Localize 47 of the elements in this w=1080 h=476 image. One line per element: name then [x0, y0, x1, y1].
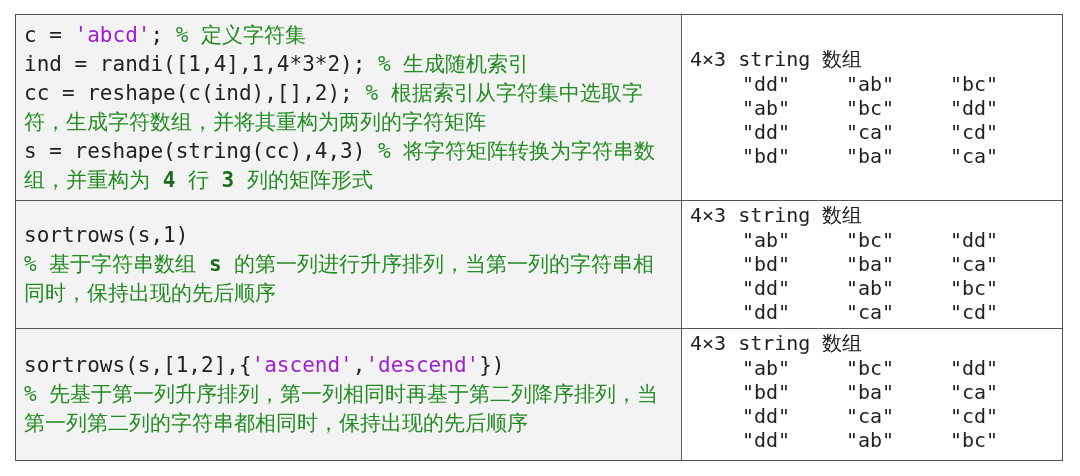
output-value: "bc"	[846, 228, 896, 252]
output-value: "bc"	[846, 96, 896, 120]
output-value: "dd"	[742, 120, 792, 144]
output-value: "dd"	[742, 428, 792, 452]
output-header: 4×3 string 数组	[690, 331, 864, 356]
code-comment: % 先基于第一列升序排列，第一列相同时再基于第二列降序排列，当第一列第二列的字符串都相同时，保持出现的先后顺序	[24, 381, 660, 437]
output-value: "bc"	[950, 276, 1000, 300]
output-value: "bd"	[742, 380, 792, 404]
output-value: "bc"	[950, 428, 1000, 452]
output-value: "ab"	[742, 228, 792, 252]
output-value: "bc"	[846, 356, 896, 380]
output-header: 4×3 string 数组	[690, 203, 864, 228]
code-line: ind = randi([1,4],1,4*3*2); % 生成随机索引	[24, 50, 531, 78]
code-line: sortrows(s,1)	[24, 222, 190, 249]
output-value: "ab"	[846, 276, 896, 300]
output-value: "ca"	[950, 380, 1000, 404]
output-value: "ca"	[846, 404, 896, 428]
output-value: "dd"	[950, 96, 1000, 120]
output-value: "dd"	[742, 276, 792, 300]
output-value: "ca"	[950, 144, 1000, 168]
output-value: "ba"	[846, 252, 896, 276]
output-value: "cd"	[950, 120, 1000, 144]
output-header: 4×3 string 数组	[690, 47, 864, 72]
output-value: "bd"	[742, 252, 792, 276]
output-value: "dd"	[742, 72, 792, 96]
output-value: "ba"	[846, 144, 896, 168]
output-value: "ab"	[742, 356, 792, 380]
output-value: "ba"	[846, 380, 896, 404]
output-value: "ab"	[742, 96, 792, 120]
code-comment: % 基于字符串数组 s 的第一列进行升序排列，当第一列的字符串相同时，保持出现的先后顺序	[24, 251, 656, 307]
output-value: "cd"	[950, 300, 1000, 324]
output-value: "dd"	[950, 228, 1000, 252]
output-value: "dd"	[742, 300, 792, 324]
code-line: sortrows(s,[1,2],{'ascend','descend'})	[24, 352, 506, 379]
code-line: cc = reshape(c(ind),[],2); % 根据索引从字符集中选取字符，生成字符数组，并将其重构为两列的字符矩阵	[24, 79, 644, 136]
output-value: "bd"	[742, 144, 792, 168]
output-value: "ca"	[846, 120, 896, 144]
code-line: s = reshape(string(cc),4,3) % 将字符矩阵转换为字符串数组，并重构为 4 行 3 列的矩阵形式	[24, 137, 657, 194]
output-value: "cd"	[950, 404, 1000, 428]
output-value: "ca"	[846, 300, 896, 324]
output-value: "ab"	[846, 72, 896, 96]
output-value: "ab"	[846, 428, 896, 452]
output-value: "bc"	[950, 72, 1000, 96]
output-value: "ca"	[950, 252, 1000, 276]
output-value: "dd"	[950, 356, 1000, 380]
code-line: c = 'abcd'; % 定义字符集	[24, 21, 308, 49]
output-value: "dd"	[742, 404, 792, 428]
